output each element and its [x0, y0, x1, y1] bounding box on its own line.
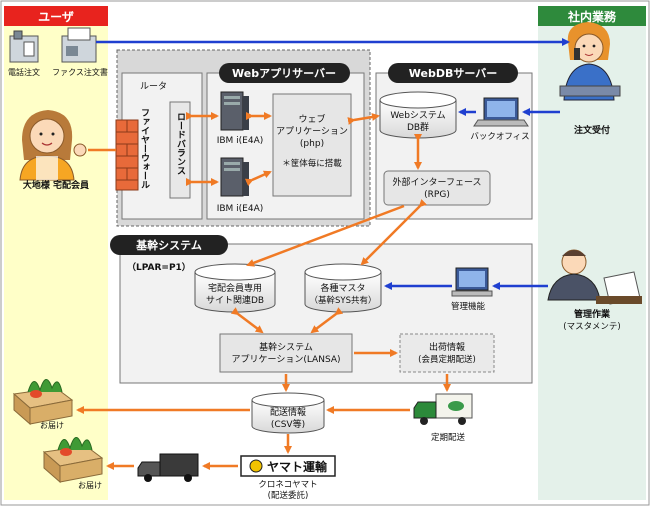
firewall-icon	[115, 119, 139, 191]
delivered-label-1: お届け	[40, 421, 64, 430]
user-zone-header	[4, 6, 108, 26]
vegetable-box-1-icon	[12, 379, 74, 426]
operator-woman-icon	[559, 22, 621, 101]
order-receipt-label: 注文受付	[574, 124, 610, 136]
arrow-server-2-webapp	[244, 170, 272, 187]
internal-zone-header	[538, 6, 646, 26]
load-balancer-box	[169, 101, 191, 199]
webapp-line-4: ＊筐体毎に搭載	[282, 158, 342, 169]
arrow-member-db-app	[230, 307, 264, 334]
admin-function-monitor-icon	[451, 267, 493, 297]
rpg-interface-box	[383, 170, 491, 206]
backoffice-laptop-icon	[473, 97, 529, 127]
yamato-cat-icon	[249, 459, 263, 473]
vegetable-box-2-icon	[42, 437, 104, 484]
master-db-line-2: （基幹SYS共有）	[310, 295, 377, 306]
webdb-title: WebDBサーバー	[409, 67, 497, 80]
core-application-box	[219, 333, 353, 373]
regular-delivery-truck-icon	[413, 393, 473, 425]
webapp-line-1: ウェブ	[298, 113, 325, 125]
phone-icon	[9, 30, 39, 63]
kuroneko-line-1: クロネコヤマト	[258, 480, 317, 490]
fax-icon	[61, 27, 97, 63]
member-db-line-1: 宅配会員専用	[208, 282, 262, 294]
server-2-icon	[220, 157, 249, 197]
core-title-pill	[110, 235, 228, 255]
admin-work-sub-label: (マスタメンテ)	[563, 322, 620, 332]
member-db-icon	[194, 263, 276, 313]
core-app-line-1: 基幹システム	[259, 341, 313, 353]
regular-delivery-label: 定期配送	[431, 432, 466, 443]
webdb-db-line-1: Webシステム	[390, 110, 445, 121]
delivery-truck-icon	[137, 453, 199, 482]
load-balancer-label: ロードバランス	[175, 112, 186, 175]
shipping-line-2: (会員定期配送)	[418, 354, 476, 365]
master-db-icon	[304, 263, 382, 313]
arrow-rpg-master	[360, 198, 428, 266]
kuroneko-line-2: (配送委託)	[268, 490, 309, 501]
internal-zone-label: 社内業務	[567, 9, 617, 24]
server-1-icon	[220, 91, 249, 131]
shipping-info-box	[399, 333, 495, 373]
shipping-line-1: 出荷情報	[429, 341, 465, 353]
core-app-line-2: アプリケーション(LANSA)	[232, 354, 341, 365]
server-1-label: IBM i(E4A)	[217, 136, 264, 146]
admin-work-label: 管理作業	[574, 308, 611, 320]
webapp-title-pill	[219, 63, 350, 83]
webapp-line-3: (php)	[300, 139, 324, 149]
member-db-line-2: サイト関連DB	[206, 294, 264, 306]
rpg-line-2: (RPG)	[424, 190, 450, 200]
webapp-title: Webアプリサーバー	[232, 66, 336, 80]
yamato-logo-text: ヤマト運輸	[267, 459, 328, 474]
admin-function-label: 管理機能	[451, 301, 486, 312]
admin-man-icon	[547, 249, 642, 305]
webdb-title-pill	[388, 63, 518, 83]
member-woman-icon	[19, 110, 87, 181]
delivered-label-2: お届け	[78, 481, 102, 490]
master-db-line-1: 各種マスタ	[320, 282, 365, 294]
router-label: ルータ	[140, 81, 167, 92]
fax-order-label: ファクス注文書	[52, 67, 108, 77]
delivery-data-line-2: (CSV等)	[271, 418, 305, 430]
webapp-line-2: アプリケーション	[276, 126, 348, 137]
member-label: 大地様 宅配会員	[23, 179, 89, 191]
phone-order-label: 電話注文	[8, 67, 40, 77]
core-title: 基幹システム	[135, 238, 202, 252]
user-zone-label: ユーザ	[38, 10, 74, 24]
arrow-webapp-webdb	[347, 113, 380, 125]
rpg-line-1: 外部インターフェース	[392, 176, 481, 188]
delivery-csv-db-icon	[251, 392, 325, 434]
arrow-master-app	[310, 307, 344, 334]
firewall-label: ファイヤーウォール	[139, 108, 150, 189]
yamato-logo	[240, 455, 336, 477]
webdb-database-icon	[379, 91, 457, 139]
server-2-label: IBM i(E4A)	[217, 204, 264, 214]
lpar-label: （LPAR=P1）	[127, 262, 191, 273]
web-application-box	[272, 93, 352, 197]
backoffice-label: バックオフィス	[470, 132, 529, 142]
webdb-db-line-2: DB群	[407, 121, 429, 133]
delivery-data-line-1: 配送情報	[270, 406, 306, 418]
